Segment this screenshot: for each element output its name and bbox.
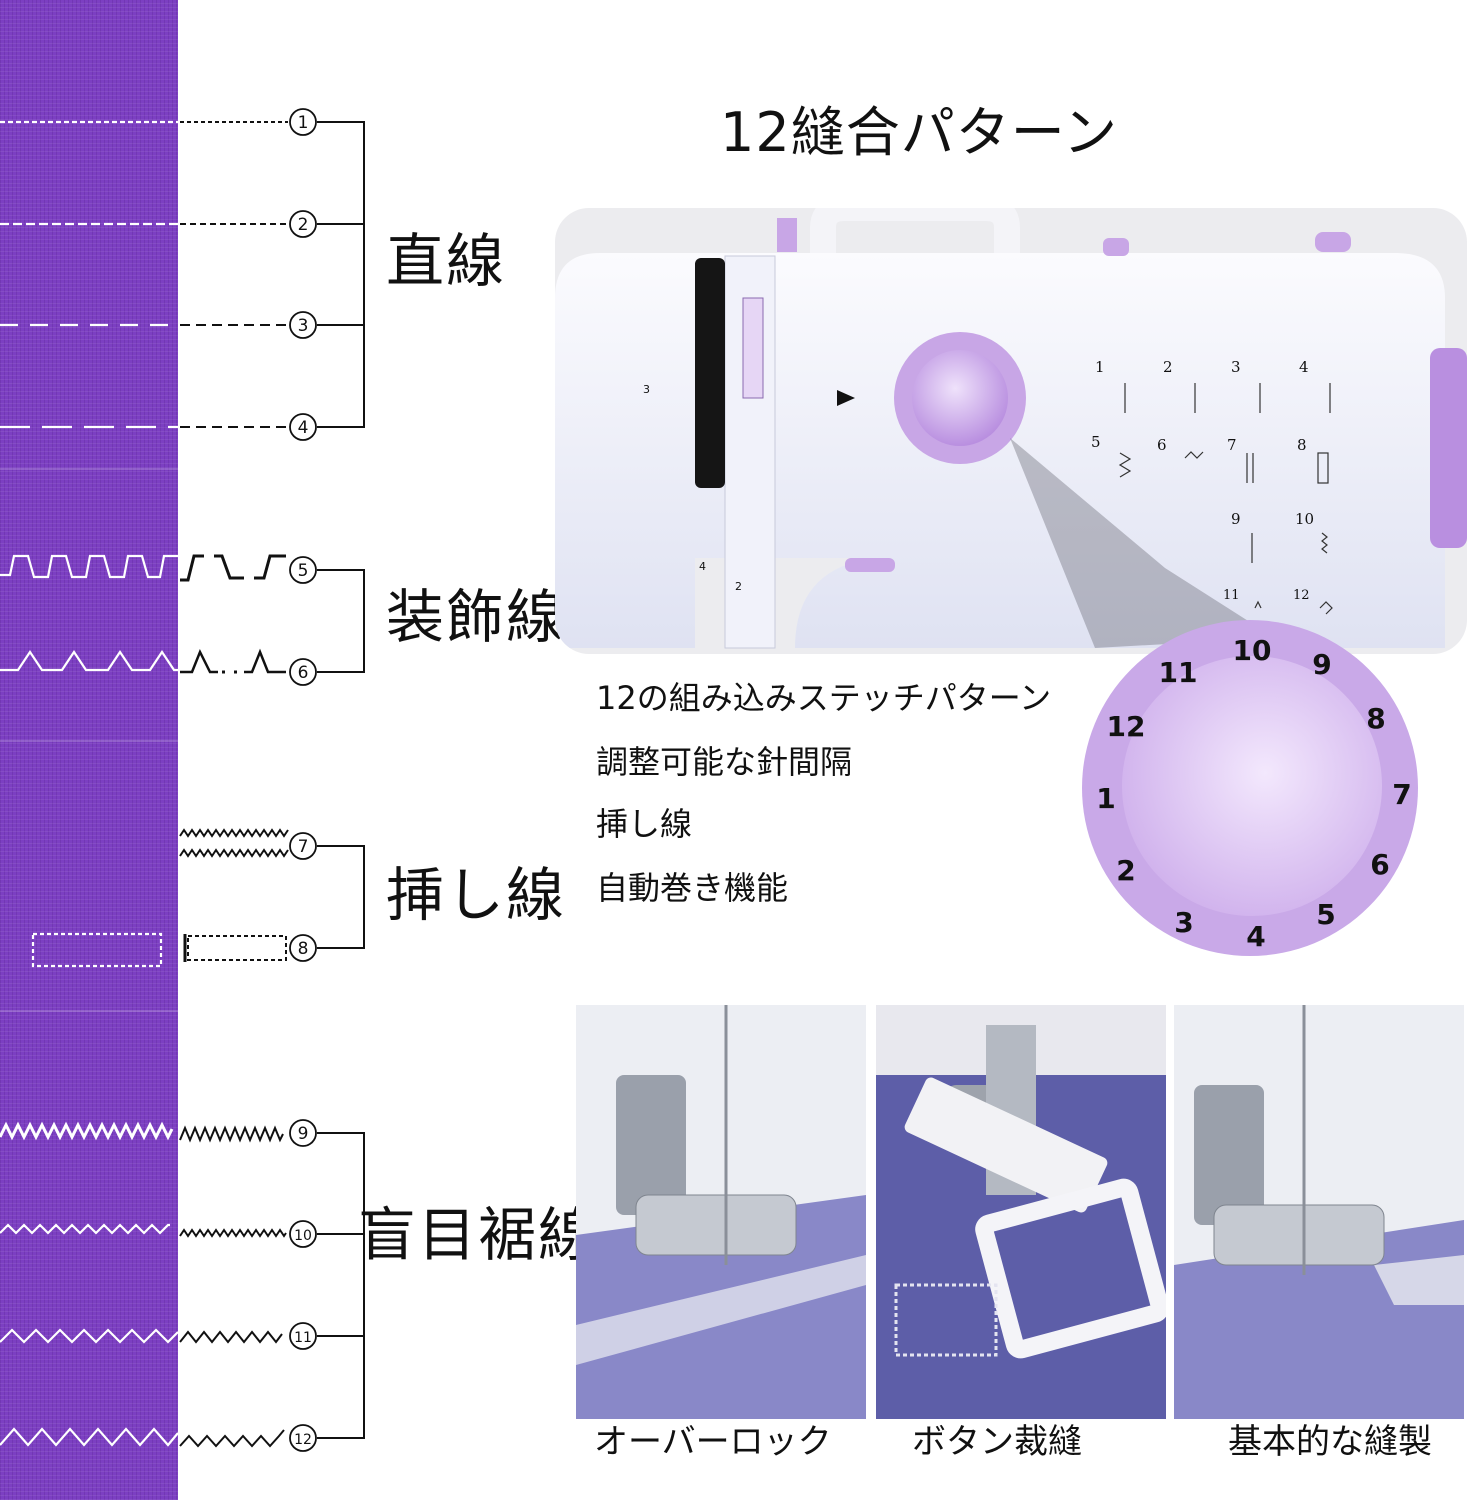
feature-auto-winding: 自動巻き機能 bbox=[596, 869, 789, 907]
pattern-number-1: 1 bbox=[1095, 358, 1105, 376]
stitch-number-1: 1 bbox=[298, 113, 309, 133]
page-title: 12縫合パターン bbox=[720, 101, 1119, 164]
dial-number-3: 3 bbox=[1174, 906, 1193, 939]
stitch-number-9: 9 bbox=[298, 1124, 309, 1144]
feature-insert-line: 挿し線 bbox=[596, 805, 693, 843]
stitch-number-4: 4 bbox=[298, 418, 309, 438]
pattern-number-4: 4 bbox=[1299, 358, 1309, 376]
pattern-number-3: 3 bbox=[1231, 358, 1241, 376]
stitch-diagram: 1 2 3 4 5 6 7 8 9 10 11 12 bbox=[0, 108, 365, 1452]
bobbin-label-2: 2 bbox=[735, 580, 742, 593]
dial-number-5: 5 bbox=[1316, 898, 1335, 931]
stitch-number-3: 3 bbox=[298, 316, 309, 336]
stitch-number-5: 5 bbox=[298, 561, 309, 581]
pattern-number-10: 10 bbox=[1295, 510, 1315, 528]
pattern-number-11: 11 bbox=[1223, 588, 1240, 603]
photo-overlock bbox=[576, 1005, 866, 1419]
sewing-machine-image: 1 2 3 4 5 6 7 8 9 10 11 12 3 4 2 bbox=[555, 208, 1467, 654]
stitch-number-10: 10 bbox=[294, 1228, 312, 1244]
caption-button-sewing: ボタン裁縫 bbox=[912, 1422, 1082, 1462]
photo-basic-sewing bbox=[1174, 1005, 1464, 1419]
pattern-number-2: 2 bbox=[1163, 358, 1173, 376]
stitch-number-12: 12 bbox=[294, 1432, 312, 1448]
pattern-number-12: 12 bbox=[1293, 588, 1310, 603]
bobbin-label-4: 4 bbox=[699, 560, 706, 573]
dial-number-9: 9 bbox=[1312, 648, 1331, 681]
category-decorative: 装飾線 bbox=[386, 583, 567, 651]
caption-overlock: オーバーロック bbox=[594, 1422, 832, 1462]
dial-number-11: 11 bbox=[1159, 656, 1198, 689]
dial-number-12: 12 bbox=[1107, 710, 1146, 743]
stitch-number-11: 11 bbox=[294, 1330, 312, 1346]
pattern-number-8: 8 bbox=[1297, 436, 1307, 454]
stitch-number-8: 8 bbox=[298, 939, 309, 959]
category-insert: 挿し線 bbox=[386, 861, 567, 929]
pattern-number-5: 5 bbox=[1091, 433, 1101, 451]
pattern-number-7: 7 bbox=[1227, 436, 1237, 454]
stitch-dial-zoom: 10 9 8 7 6 5 4 3 2 1 12 11 bbox=[1082, 620, 1418, 956]
feature-builtin-patterns: 12の組み込みステッチパターン bbox=[596, 679, 1052, 717]
fabric-swatch bbox=[0, 0, 178, 1500]
dial-number-7: 7 bbox=[1392, 778, 1411, 811]
dial-number-1: 1 bbox=[1096, 782, 1115, 815]
stitch-number-2: 2 bbox=[298, 215, 309, 235]
dial-number-8: 8 bbox=[1366, 702, 1385, 735]
category-blind-hem: 盲目裾線 bbox=[358, 1201, 599, 1269]
pattern-number-9: 9 bbox=[1231, 510, 1241, 528]
category-straight: 直線 bbox=[386, 227, 507, 295]
dial-number-4: 4 bbox=[1246, 920, 1265, 953]
feature-adjustable-spacing: 調整可能な針間隔 bbox=[596, 743, 853, 781]
dial-number-2: 2 bbox=[1116, 854, 1135, 887]
dial-number-6: 6 bbox=[1370, 848, 1389, 881]
photo-button-sewing bbox=[876, 1005, 1166, 1419]
bobbin-label-3: 3 bbox=[643, 383, 650, 396]
pattern-number-6: 6 bbox=[1157, 436, 1167, 454]
dial-number-10: 10 bbox=[1233, 634, 1272, 667]
caption-basic-sewing: 基本的な縫製 bbox=[1228, 1422, 1432, 1462]
stitch-number-7: 7 bbox=[298, 837, 309, 857]
stitch-number-6: 6 bbox=[298, 663, 309, 683]
